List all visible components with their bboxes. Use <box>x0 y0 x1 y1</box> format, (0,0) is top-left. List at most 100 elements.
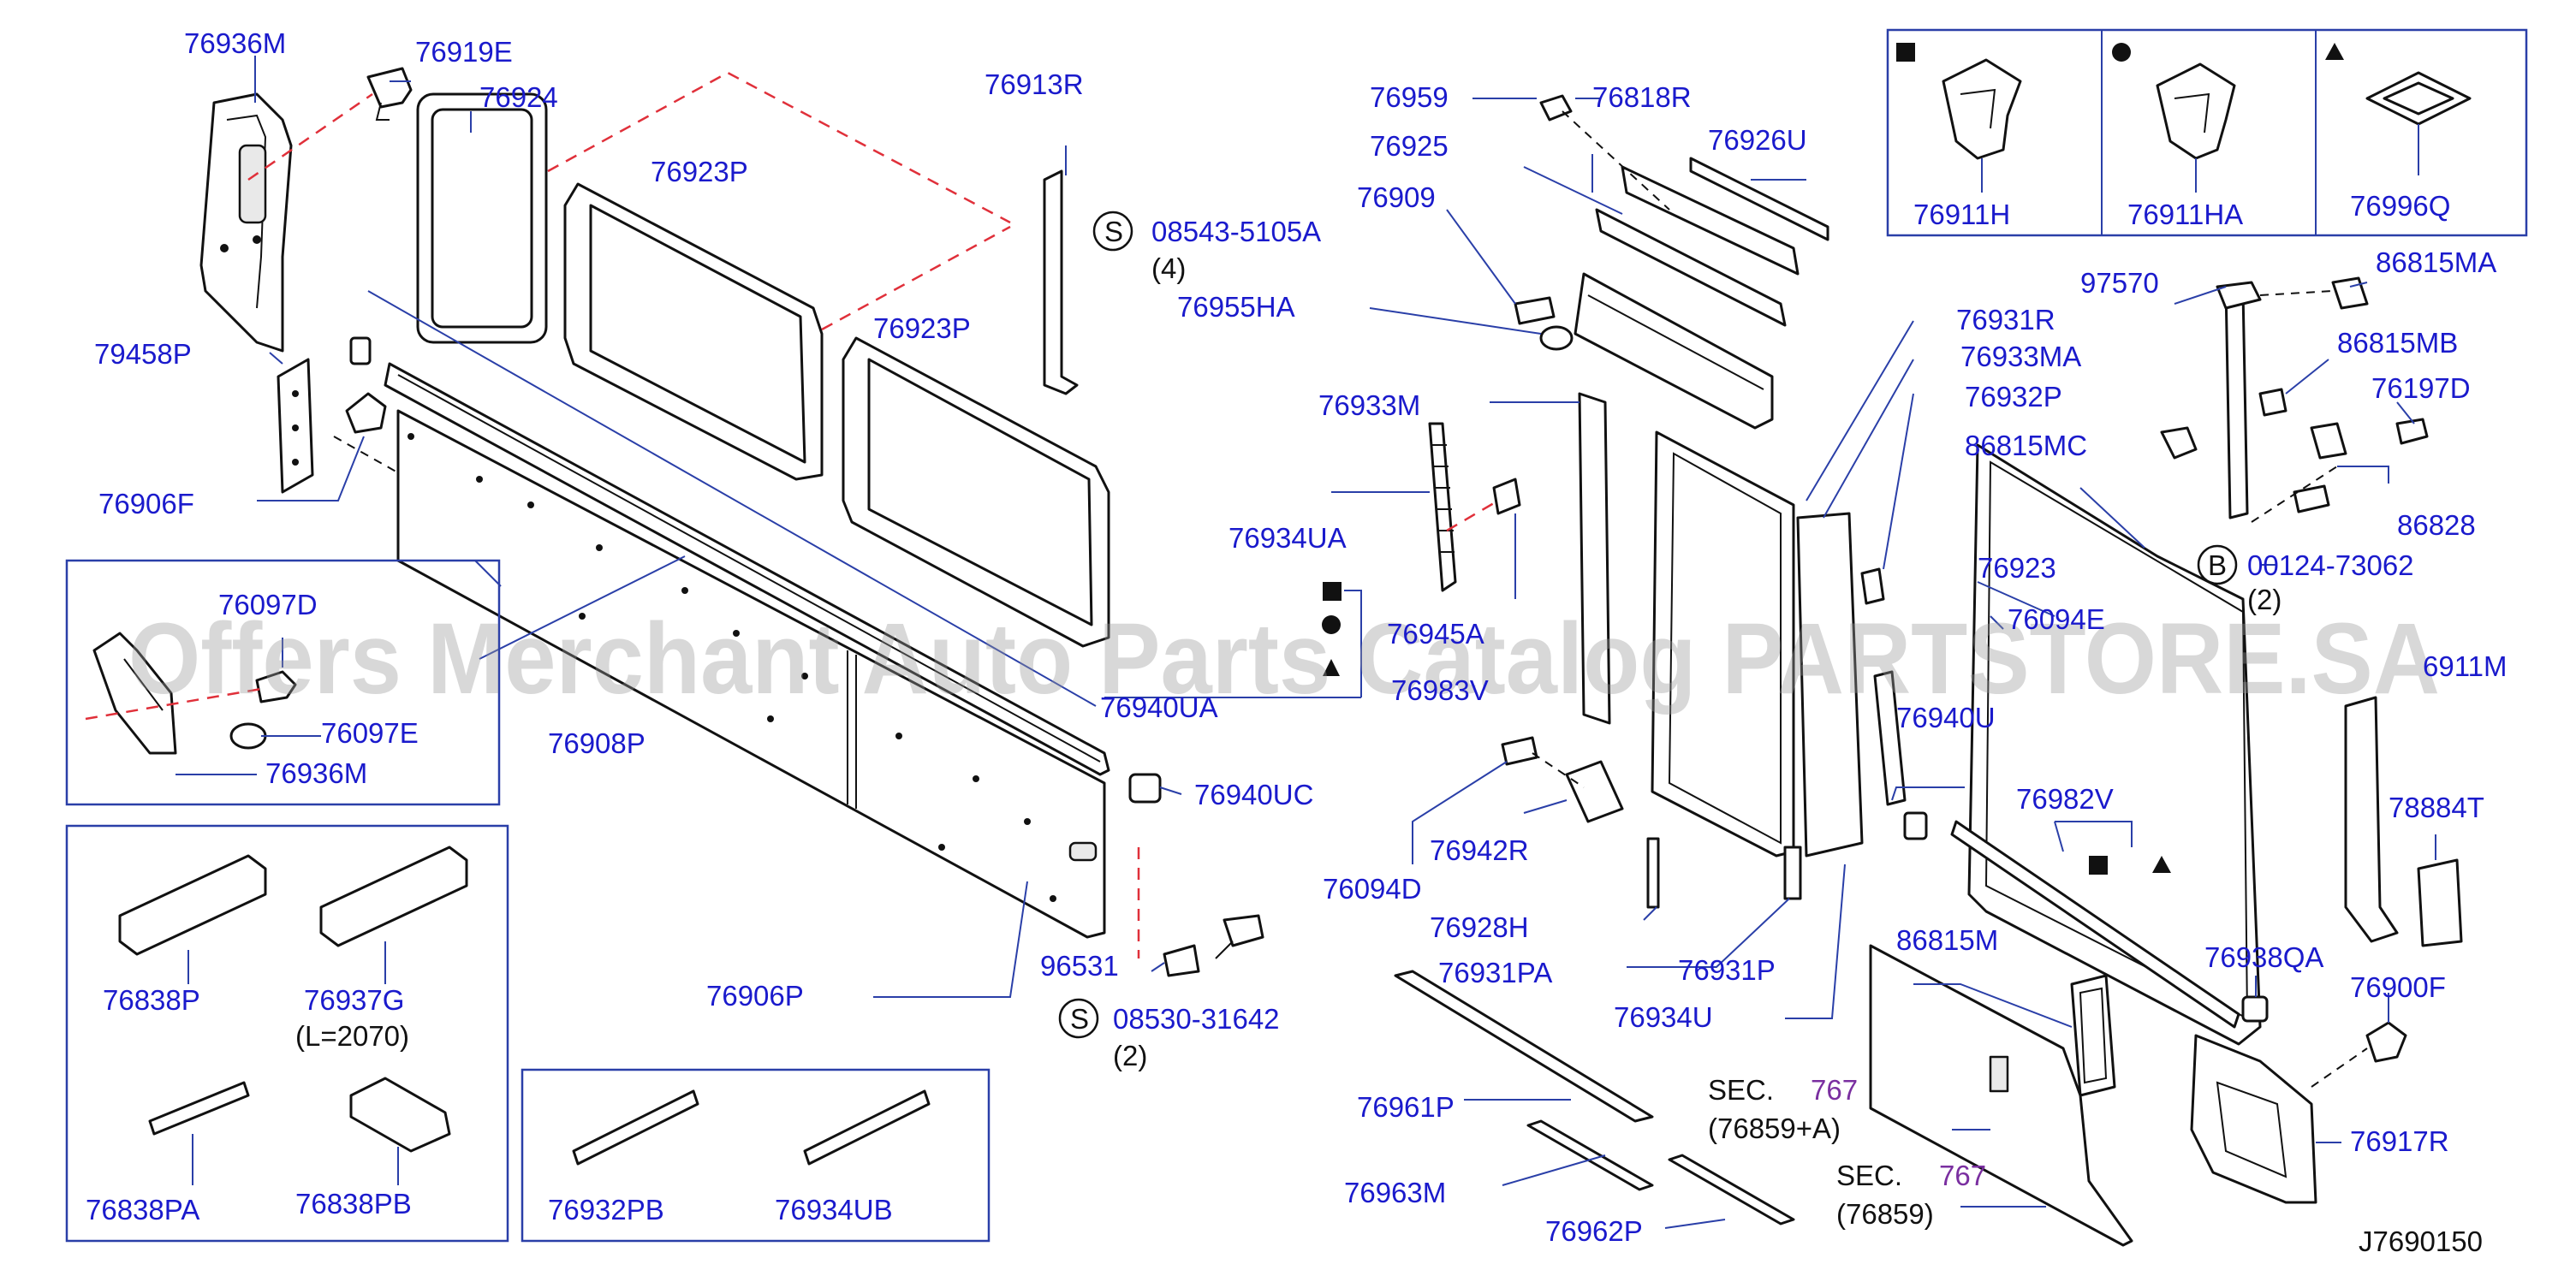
label-78884T: 78884T <box>2389 792 2484 823</box>
label-76928H: 76928H <box>1430 911 1529 943</box>
legend-square <box>1896 43 1915 62</box>
label-76911H: 76911H <box>1913 199 2010 230</box>
pillar-trim-76911M-part <box>2344 696 2399 943</box>
label-76931PA: 76931PA <box>1438 957 1552 988</box>
clip-96531-part <box>1163 914 1264 977</box>
rail-76940UA-part <box>384 362 1110 776</box>
window-seal-76923P-b-part <box>842 336 1110 648</box>
screw-symbol-2 <box>1058 998 1099 1039</box>
clip-76911H-part <box>1942 58 2022 160</box>
label-97570: 97570 <box>2080 267 2159 299</box>
label-76197D: 76197D <box>2371 372 2471 404</box>
clip-strip-76934UA-part <box>1428 422 1457 592</box>
sec-number-2: 767 <box>1939 1160 1986 1191</box>
label-86815MC: 86815MC <box>1965 430 2087 461</box>
inset-box-strips <box>521 1068 991 1243</box>
label-00124-73062: 00124-73062 <box>2247 549 2414 581</box>
strip-76933M-part <box>1578 392 1611 725</box>
watermark-text: Offers Merchant Auto Parts Catalog PARTS… <box>128 602 2440 715</box>
label-76934UB: 76934UB <box>775 1194 893 1225</box>
pad-small-left-part <box>349 336 372 365</box>
screw-symbol-label-1: S <box>1104 216 1123 247</box>
label-76932PB: 76932PB <box>548 1194 664 1225</box>
label-76906F: 76906F <box>98 488 194 519</box>
label-76911HA: 76911HA <box>2127 199 2243 230</box>
pillar-trim-76933MA-part <box>1796 512 1864 858</box>
label-76838P: 76838P <box>103 984 200 1016</box>
legend-box <box>1886 28 2528 237</box>
pad-left-76982V-part <box>1903 811 1928 840</box>
diagram-id: J7690150 <box>2359 1225 2483 1257</box>
screw-symbol-label-2: S <box>1070 1003 1089 1035</box>
pillar-trim-inset-part <box>92 632 177 755</box>
label-76940UC: 76940UC <box>1194 779 1313 810</box>
bracket-79458P-part <box>277 358 314 494</box>
legend-circle <box>2112 43 2131 62</box>
clip-76919E-part <box>366 67 413 121</box>
label-76996Q: 76996Q <box>2350 190 2450 222</box>
housing-76909-part <box>1574 272 1774 430</box>
cap-76097E-part <box>229 722 267 750</box>
label-76917R: 76917R <box>2350 1125 2449 1157</box>
label-76955HA: 76955HA <box>1177 291 1295 323</box>
label-76936M-top: 76936M <box>184 27 286 59</box>
label-76925: 76925 <box>1370 130 1449 162</box>
label-76933M: 76933M <box>1318 389 1420 421</box>
sec-ref-1: (76859+A) <box>1708 1113 1841 1144</box>
grommet-86815MB-part <box>2258 388 2287 417</box>
bolt-00124-part <box>2293 484 2330 513</box>
clip-76911HA-part <box>2156 62 2236 160</box>
rail-76818R-part <box>1621 165 1800 276</box>
label-96531: 96531 <box>1040 950 1119 982</box>
label-76931R: 76931R <box>1956 304 2055 335</box>
clip-76906F-part <box>345 392 387 434</box>
screw-symbol-1 <box>1092 211 1133 252</box>
label-76945A: 76945A <box>1387 618 1484 650</box>
label-76097D: 76097D <box>218 589 318 620</box>
label-76983V: 76983V <box>1391 674 1489 706</box>
label-76923: 76923 <box>1978 552 2056 584</box>
bracket-76917R-part <box>2190 1034 2317 1204</box>
rail-76982V-part <box>1950 820 2240 1029</box>
label-08530-qty: (2) <box>1113 1040 1147 1071</box>
window-seal-76923P-a-part <box>563 182 824 481</box>
label-08530-31642: 08530-31642 <box>1113 1003 1280 1035</box>
bolt-symbol <box>2197 544 2238 585</box>
label-76959: 76959 <box>1370 81 1449 113</box>
pad-76996Q-part <box>2365 71 2472 126</box>
label-76900F: 76900F <box>2350 971 2446 1003</box>
legend-triangle <box>2325 43 2344 60</box>
clip-76900F-part <box>2365 1021 2407 1063</box>
label-76933MA: 76933MA <box>1960 341 2081 372</box>
pad-76937G-part <box>319 846 468 947</box>
rail-76926U-part <box>1689 157 1829 241</box>
sec-label-1: SEC. <box>1708 1074 1774 1106</box>
label-76962P: 76962P <box>1545 1215 1643 1247</box>
label-76838PA: 76838PA <box>86 1194 199 1225</box>
pad-76940UC-part <box>1128 773 1162 804</box>
quarter-trim-86815M-part <box>1869 944 2133 1247</box>
label-00124-qty: (2) <box>2247 584 2282 615</box>
circle-symbol <box>1322 615 1341 634</box>
pad-76838PB-part <box>349 1077 451 1153</box>
pad-78884T-part <box>2417 858 2463 947</box>
inset-box-pads <box>65 824 509 1243</box>
clip-strip-76940U-part <box>1873 670 1907 806</box>
label-76961P: 76961P <box>1357 1091 1455 1123</box>
clip-76959-part <box>1539 94 1573 122</box>
clip-76945A-part <box>1492 478 1521 515</box>
label-08543-qty: (4) <box>1151 252 1186 284</box>
sec-label-2: SEC. <box>1836 1160 1902 1191</box>
label-86815MA: 86815MA <box>2376 246 2496 278</box>
strip-76963M-part <box>1526 1119 1654 1191</box>
label-76938QA: 76938QA <box>2204 941 2323 973</box>
label-76909: 76909 <box>1357 181 1436 213</box>
strip-76962P-part <box>1668 1154 1795 1225</box>
bracket-86815MA-part <box>2331 276 2369 310</box>
bracket-76925-part <box>1595 208 1787 327</box>
label-76906P: 76906P <box>706 980 804 1012</box>
label-76926U: 76926U <box>1708 124 1807 156</box>
label-76934U: 76934U <box>1614 1001 1713 1033</box>
label-76940UA: 76940UA <box>1100 691 1218 723</box>
